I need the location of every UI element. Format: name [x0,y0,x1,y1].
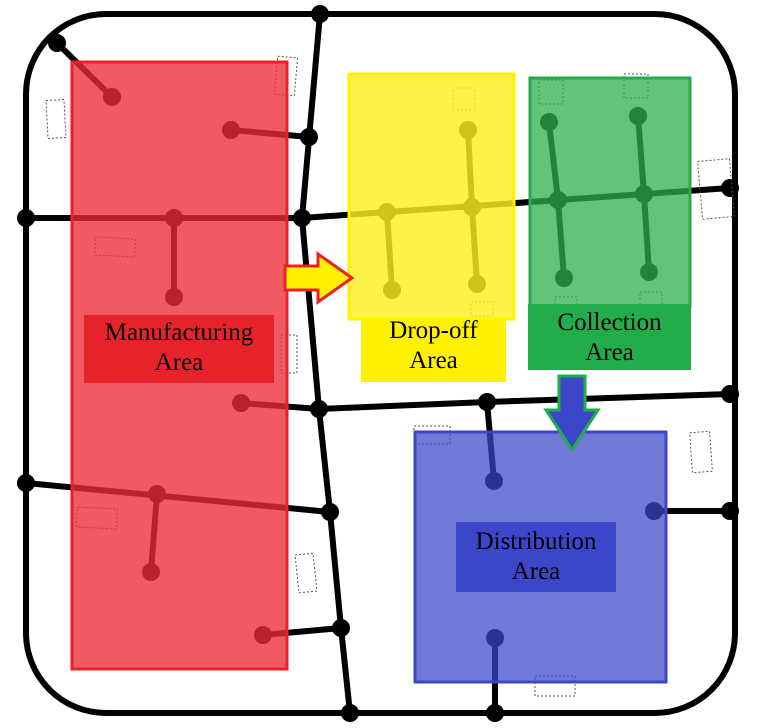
arrow-manufacturing-to-dropoff-icon [283,251,355,305]
collection-label-bg [528,304,691,370]
distribution-label-line1: Distribution [475,528,597,555]
collection-label-line1: Collection [557,309,662,336]
dropoff-zone [347,72,516,321]
dropoff-label-line1: Drop-off [389,317,478,344]
distribution-label-bg [456,522,616,592]
horizontal-road-middle [316,391,733,412]
dropoff-label: Drop-off Area [361,316,506,376]
manufacturing-label-line2: Area [154,349,204,376]
distribution-label: Distribution Area [456,527,616,587]
dropoff-label-bg [361,318,506,382]
manufacturing-label-bg [84,315,274,383]
distribution-label-line2: Area [511,558,561,585]
collection-label-line2: Area [585,339,634,366]
manufacturing-label-line1: Manufacturing [104,319,254,346]
vertical-road-main [299,11,353,716]
dropoff-label-line2: Area [409,347,458,374]
collection-label: Collection Area [528,308,691,368]
campus-boundary [23,11,738,716]
manufacturing-label: Manufacturing Area [84,318,274,378]
arrow-collection-to-distribution-icon [543,374,601,453]
collection-zone [528,76,692,308]
